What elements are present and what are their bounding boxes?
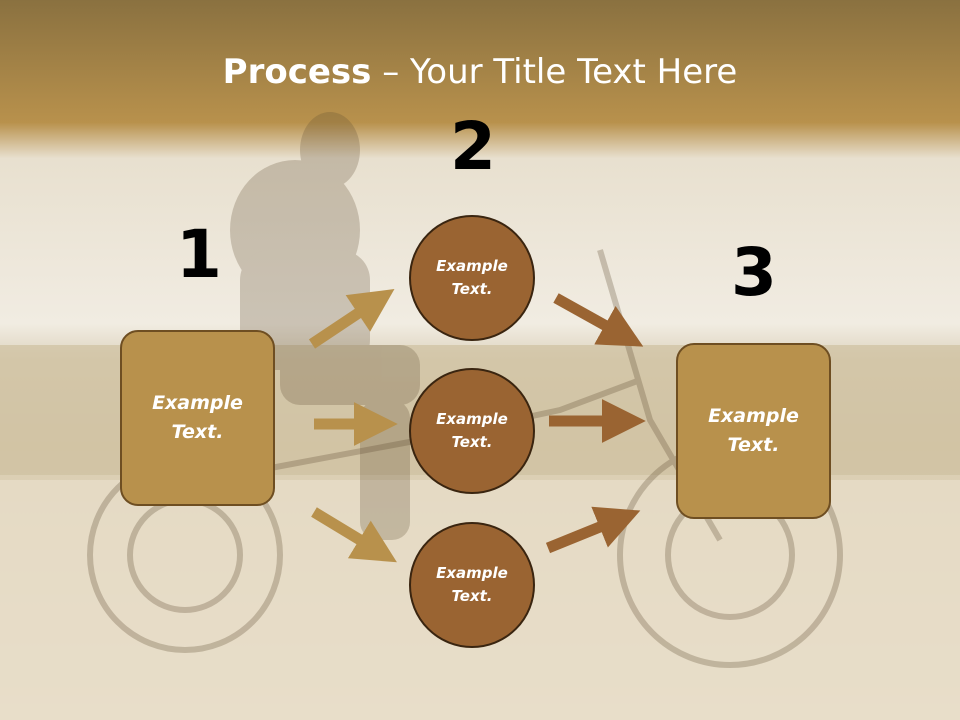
step-1-label: Example Text.	[152, 392, 243, 443]
step-2-circle-middle: Example Text.	[409, 368, 535, 494]
title-bold: Process	[222, 52, 372, 92]
circle-bottom-label: Example Text.	[436, 564, 508, 605]
arrow-box-to-bottom	[311, 507, 397, 563]
title-dash: –	[371, 52, 411, 92]
step-2-circle-bottom: Example Text.	[409, 522, 535, 648]
step-number-3: 3	[731, 234, 777, 311]
arrow-top-to-right	[553, 293, 644, 347]
slide-title: Process – Your Title Text Here	[0, 52, 960, 92]
arrow-bottom-to-right	[545, 506, 641, 554]
step-3-label: Example Text.	[708, 405, 799, 456]
circle-middle-label: Example Text.	[436, 410, 508, 451]
step-number-2: 2	[450, 108, 496, 185]
circle-top-label: Example Text.	[436, 257, 508, 298]
title-rest: Your Title Text Here	[410, 52, 738, 92]
step-1-box: Example Text.	[120, 330, 275, 506]
step-3-box: Example Text.	[676, 343, 831, 519]
step-2-circle-top: Example Text.	[409, 215, 535, 341]
arrow-box-to-top	[308, 289, 395, 349]
step-number-1: 1	[176, 216, 222, 293]
